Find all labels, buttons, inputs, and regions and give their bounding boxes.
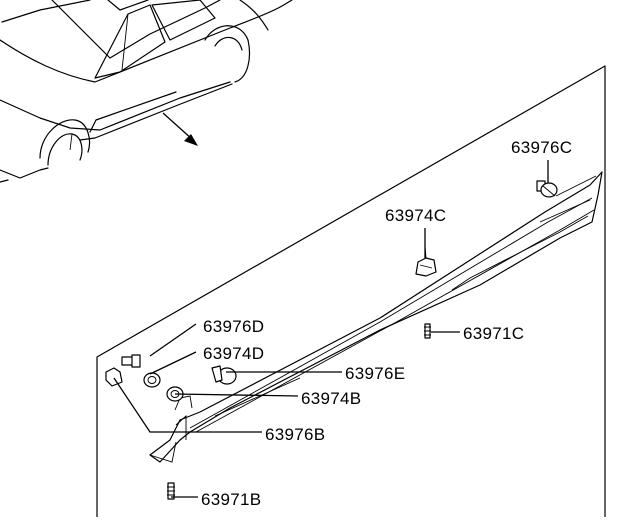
clip-63976d-icon: [121, 354, 141, 368]
clip-63976b-icon: [105, 367, 123, 387]
label-63974c: 63974C: [385, 206, 446, 225]
label-63971b: 63971B: [201, 490, 261, 509]
screw-63971b-icon: [167, 482, 175, 500]
side-sill-garnish: [149, 171, 603, 463]
label-63976d: 63976D: [203, 317, 264, 336]
screw-63971c-icon: [424, 323, 431, 339]
label-63974b: 63974B: [301, 389, 361, 408]
nut-63974d-icon: [143, 372, 161, 388]
label-63971c: 63971C: [463, 324, 524, 343]
label-63976c: 63976C: [511, 138, 572, 157]
clip-63974c-icon: [415, 245, 437, 277]
label-63974d: 63974D: [203, 344, 264, 363]
clip-63976e-icon: [211, 365, 237, 385]
label-63976b: 63976B: [265, 425, 325, 444]
label-63976e: 63976E: [345, 364, 405, 383]
diagram-frame: [96, 65, 606, 518]
leader-lines: [113, 160, 549, 498]
vehicle-outline: [0, 0, 293, 183]
clip-63976c-icon: [536, 180, 558, 198]
